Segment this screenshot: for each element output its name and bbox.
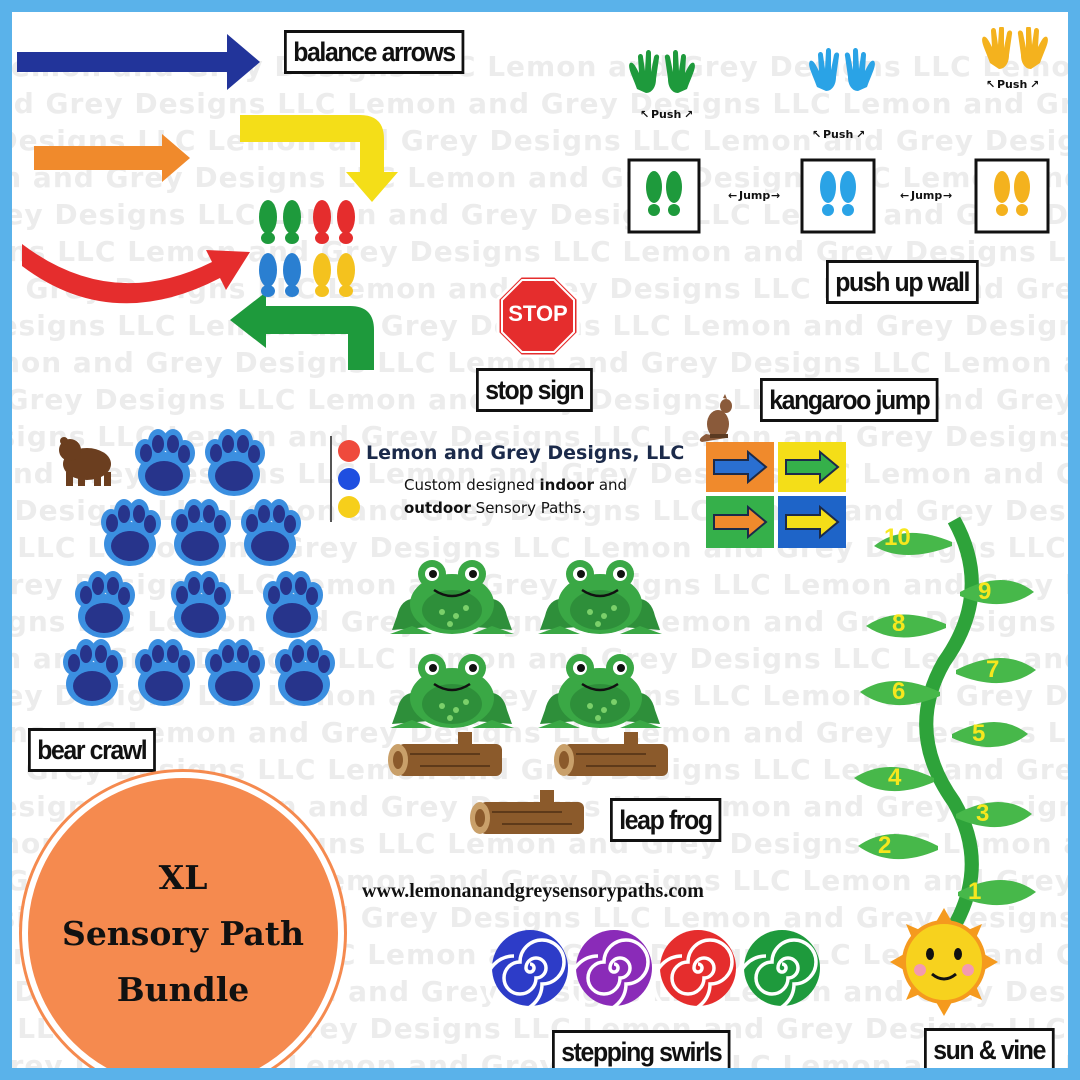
swirl-blue	[486, 930, 568, 1014]
brand-name: Lemon and Grey Designs, LLC	[366, 442, 685, 464]
kangaroo-icon	[699, 394, 732, 442]
website-url[interactable]: www.lemonanandgreysensorypaths.com	[362, 880, 704, 902]
yellow-hands-icon	[982, 27, 1048, 69]
stepping-swirls-graphic	[486, 930, 820, 1014]
watermark-line: Lemon and Grey Designs LLC Lemon and Gre…	[12, 716, 1068, 749]
vine-number: 10	[884, 524, 911, 551]
vine-leaves	[854, 532, 1036, 906]
log-icon	[553, 731, 669, 777]
vine-number: 7	[986, 656, 1000, 683]
swirl-red	[652, 930, 736, 1014]
push-arrow-right-icon: ↗	[856, 128, 866, 141]
badge-line-2: Sensory Path	[61, 914, 304, 953]
push-up-wall-graphic	[627, 27, 1050, 234]
brand-block: Lemon and Grey Designs, LLC Custom desig…	[330, 436, 690, 522]
stepping-swirls-label: stepping swirls	[552, 1030, 731, 1068]
swirl-purple	[568, 930, 652, 1014]
log-icon	[387, 731, 503, 777]
stop-sign-text: STOP	[508, 301, 568, 326]
frog-icon	[536, 558, 664, 636]
push-arrow-left-icon: ↖	[640, 108, 650, 121]
watermark-line: Lemon and Grey Designs LLC Lemon and Gre…	[12, 87, 1075, 120]
jump-arrow-left-icon: ←	[900, 189, 910, 202]
xl-bundle-badge: XL Sensory Path Bundle	[22, 772, 344, 1068]
brand-dot-red	[338, 440, 360, 462]
yellow-footprints-box	[974, 158, 1050, 234]
green-hands-icon	[629, 50, 695, 93]
vine-number: 2	[878, 832, 892, 859]
vine-number: 4	[888, 764, 902, 791]
jump-arrow-left-icon: ←	[728, 189, 738, 202]
vine-number: 8	[892, 610, 906, 637]
bear-icon	[59, 437, 111, 486]
vine-number: 1	[968, 878, 982, 905]
bear-crawl-label: bear crawl	[28, 728, 156, 772]
jump-text: Jump	[911, 189, 943, 202]
push-arrow-right-icon: ↗	[684, 108, 694, 121]
push-arrow-right-icon: ↗	[1030, 78, 1040, 91]
badge-text: XL Sensory Path Bundle	[28, 850, 338, 1018]
badge-line-3: Bundle	[116, 970, 250, 1009]
brand-dot-blue	[338, 468, 360, 490]
brand-divider	[330, 436, 332, 522]
push-text: Push	[651, 108, 682, 121]
badge-line-1: XL	[158, 858, 208, 897]
green-bent-arrow	[230, 292, 374, 370]
green-footprints-box	[627, 158, 701, 234]
jump-text: Jump	[739, 189, 771, 202]
sun-icon	[890, 908, 998, 1016]
frog-icon	[536, 652, 664, 730]
vine-number: 3	[976, 800, 990, 827]
push-text: Push	[823, 128, 854, 141]
swirl-green	[736, 930, 820, 1014]
arrow-tiles	[706, 442, 846, 548]
push-arrow-left-icon: ↖	[986, 78, 996, 91]
stop-sign-label: stop sign	[476, 368, 593, 412]
orange-arrow	[34, 134, 190, 182]
kangaroo-jump-graphic	[699, 394, 846, 548]
push-arrow-left-icon: ↖	[812, 128, 822, 141]
brand-dot-yellow	[338, 496, 360, 518]
vine-number: 5	[972, 720, 986, 747]
green-footprints	[259, 200, 301, 244]
balance-arrows-label: balance arrows	[284, 30, 464, 74]
sun-vine-graphic	[854, 516, 1036, 1016]
stop-sign-icon	[496, 274, 580, 358]
kangaroo-jump-label: kangaroo jump	[760, 378, 939, 422]
watermark-line: Lemon and Grey Designs LLC Lemon and Gre…	[12, 198, 1069, 231]
red-curved-arrow	[22, 244, 250, 304]
blue-footprints	[259, 253, 301, 297]
push-text: Push	[997, 78, 1028, 91]
push-up-wall-label: push up wall	[826, 260, 979, 304]
sun-vine-label: sun & vine	[924, 1028, 1055, 1068]
blue-hands-icon	[809, 48, 875, 91]
brand-tagline: Custom designed indoor and outdoor Senso…	[404, 476, 628, 517]
jump-arrow-right-icon: →	[771, 189, 781, 202]
watermark-line: Lemon and Grey Designs LLC Lemon and Gre…	[12, 124, 1079, 157]
red-footprints	[313, 200, 355, 244]
navy-arrow	[17, 34, 260, 90]
leap-frog-graphic	[387, 558, 669, 835]
blue-footprints-box	[800, 158, 876, 234]
balance-arrows-graphic	[17, 34, 398, 370]
bear-crawl-graphic	[59, 429, 335, 706]
log-icon	[469, 789, 585, 835]
jump-arrow-right-icon: →	[943, 189, 953, 202]
watermark-line: Lemon and Grey Designs LLC Lemon and Gre…	[12, 161, 1080, 194]
frog-icon	[388, 652, 516, 730]
footprints-grid	[259, 200, 355, 297]
vine-number: 6	[892, 678, 906, 705]
yellow-bent-arrow	[240, 115, 398, 202]
leap-frog-label: leap frog	[610, 798, 721, 842]
yellow-footprints	[313, 253, 355, 297]
frog-icon	[388, 558, 516, 636]
vine-number: 9	[978, 578, 992, 605]
